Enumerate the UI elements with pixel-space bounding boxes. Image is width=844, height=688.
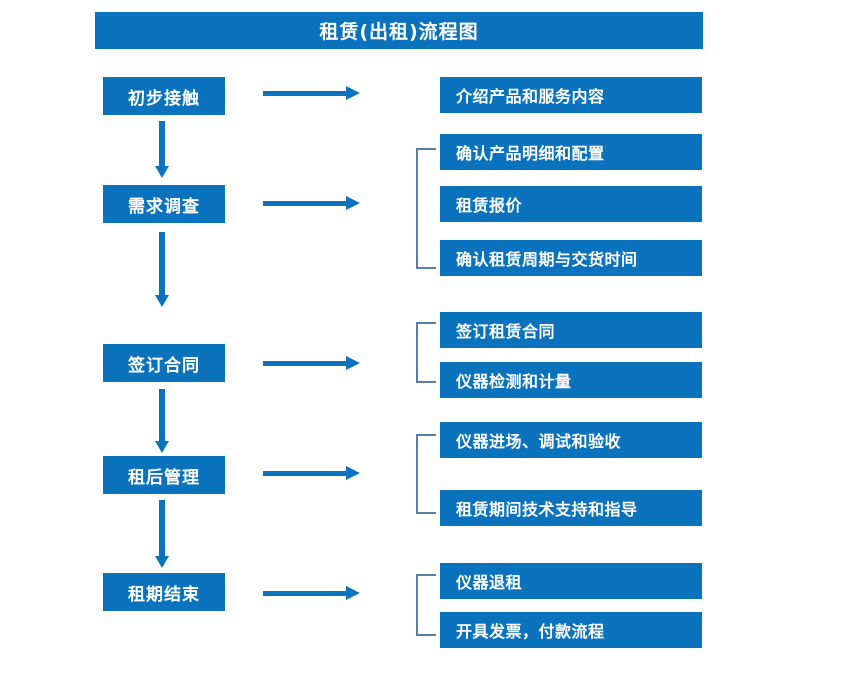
arrow-head xyxy=(346,586,360,600)
arrow-stage4-to-stage5 xyxy=(155,500,169,568)
stage-label-1: 初步接触 xyxy=(128,88,200,109)
stage-box-5[interactable]: 租期结束 xyxy=(103,573,225,611)
detail-box-9[interactable]: 仪器退租 xyxy=(440,563,702,599)
arrow-stage1-to-detail1 xyxy=(263,86,360,100)
bracket-group-2 xyxy=(416,148,436,269)
arrow-shaft xyxy=(159,121,165,166)
arrow-shaft xyxy=(159,389,165,441)
arrow-stage3-to-group3 xyxy=(263,356,360,370)
arrow-shaft xyxy=(159,500,165,556)
arrow-shaft xyxy=(159,232,165,295)
detail-box-2[interactable]: 确认产品明细和配置 xyxy=(440,134,702,170)
arrow-head xyxy=(155,441,169,453)
detail-box-4[interactable]: 确认租赁周期与交货时间 xyxy=(440,240,702,276)
stage-label-4: 租后管理 xyxy=(128,467,200,488)
page-title: 租赁(出租)流程图 xyxy=(95,12,703,49)
arrow-shaft xyxy=(263,91,346,96)
arrow-shaft xyxy=(263,591,346,596)
stage-label-2: 需求调查 xyxy=(128,196,200,217)
arrow-head xyxy=(155,556,169,568)
bracket-group-4 xyxy=(416,434,436,514)
arrow-stage1-to-stage2 xyxy=(155,121,169,178)
bracket-group-5 xyxy=(416,574,436,636)
arrow-head xyxy=(155,166,169,178)
detail-label-4: 确认租赁周期与交货时间 xyxy=(456,250,638,269)
detail-label-5: 签订租赁合同 xyxy=(456,322,556,341)
detail-box-1[interactable]: 介绍产品和服务内容 xyxy=(440,77,702,113)
detail-label-3: 租赁报价 xyxy=(456,196,523,215)
detail-box-8[interactable]: 租赁期间技术支持和指导 xyxy=(440,490,702,526)
stage-box-2[interactable]: 需求调查 xyxy=(103,185,225,223)
detail-label-1: 介绍产品和服务内容 xyxy=(456,87,605,106)
stage-box-3[interactable]: 签订合同 xyxy=(103,344,225,382)
arrow-head xyxy=(346,356,360,370)
arrow-stage3-to-stage4 xyxy=(155,389,169,453)
arrow-shaft xyxy=(263,471,346,476)
stage-label-5: 租期结束 xyxy=(128,584,200,605)
arrow-stage4-to-group4 xyxy=(263,466,360,480)
stage-label-3: 签订合同 xyxy=(128,355,200,376)
arrow-head xyxy=(346,466,360,480)
arrow-shaft xyxy=(263,201,346,206)
detail-label-6: 仪器检测和计量 xyxy=(456,372,572,391)
arrow-head xyxy=(155,295,169,307)
arrow-stage2-to-group2 xyxy=(263,196,360,210)
detail-label-7: 仪器进场、调试和验收 xyxy=(456,432,622,451)
detail-box-7[interactable]: 仪器进场、调试和验收 xyxy=(440,422,702,458)
detail-label-10: 开具发票，付款流程 xyxy=(456,622,605,641)
bracket-group-3 xyxy=(416,322,436,383)
arrow-head xyxy=(346,86,360,100)
arrow-head xyxy=(346,196,360,210)
stage-box-1[interactable]: 初步接触 xyxy=(103,77,225,115)
detail-label-9: 仪器退租 xyxy=(456,573,523,592)
arrow-stage5-to-group5 xyxy=(263,586,360,600)
stage-box-4[interactable]: 租后管理 xyxy=(103,456,225,494)
detail-box-6[interactable]: 仪器检测和计量 xyxy=(440,362,702,398)
arrow-stage2-to-stage3 xyxy=(155,232,169,307)
detail-box-3[interactable]: 租赁报价 xyxy=(440,186,702,222)
detail-label-2: 确认产品明细和配置 xyxy=(456,144,605,163)
detail-box-10[interactable]: 开具发票，付款流程 xyxy=(440,612,702,648)
detail-label-8: 租赁期间技术支持和指导 xyxy=(456,500,638,519)
arrow-shaft xyxy=(263,361,346,366)
detail-box-5[interactable]: 签订租赁合同 xyxy=(440,312,702,348)
